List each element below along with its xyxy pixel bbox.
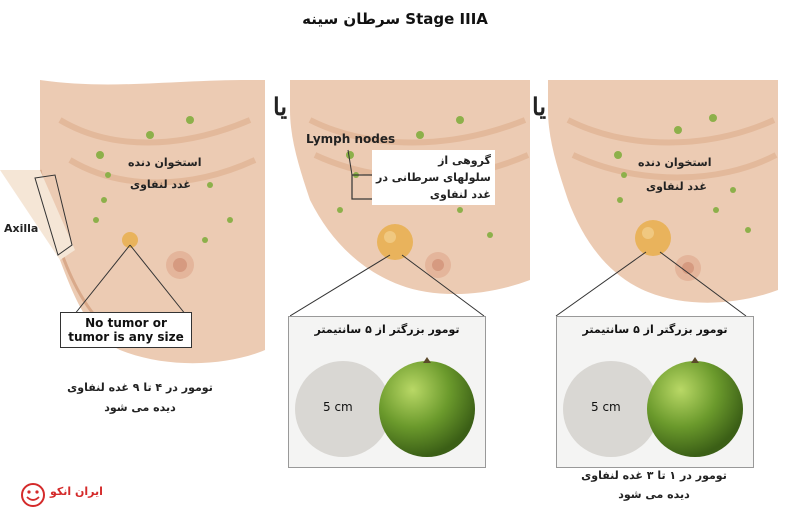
panel-1: استخوان دنده غدد لنفاوی Axilla No tumor …	[0, 80, 265, 380]
or-label-2: یا	[532, 92, 546, 121]
rib-label: استخوان دنده	[128, 156, 202, 170]
tumor-zoom-box-1: تومور بزرگتر از ۵ سانتیمتر 5 cm	[288, 316, 486, 468]
cancer-cells-label: گروهی از سلولهای سرطانی در غدد لنفاوی	[372, 150, 495, 205]
lymph-nodes-label: غدد لنفاوی	[130, 178, 191, 192]
tumor-size-line-1: No tumor or	[61, 316, 191, 330]
five-cm-label-2: 5 cm	[591, 400, 621, 414]
cancer-cells-line-2: سلولهای سرطانی در	[376, 169, 491, 186]
axilla-label: Axilla	[4, 222, 38, 236]
caption-3-line-1: تومور در ۱ تا ۳ غده لنفاوی	[556, 466, 752, 485]
logo-text: ایران انکو	[49, 485, 103, 498]
caption-1-line-1: تومور در ۴ تا ۹ غده لنفاوی	[40, 378, 240, 398]
five-cm-label: 5 cm	[323, 400, 353, 414]
cancer-cells-line-1: گروهی از	[376, 152, 491, 169]
tumor-size-line-2: tumor is any size	[61, 330, 191, 344]
or-label-1: یا	[273, 92, 287, 121]
page-title: سرطان سینه Stage IIIA	[0, 10, 790, 28]
cancer-cells-line-3: غدد لنفاوی	[376, 186, 491, 203]
lime-icon-2	[645, 355, 745, 459]
lymph-nodes-label-3: غدد لنفاوی	[646, 180, 707, 194]
lymph-nodes-en-label: Lymph nodes	[306, 132, 395, 146]
rib-label-3: استخوان دنده	[638, 156, 712, 170]
tumor-size-box: No tumor or tumor is any size	[60, 312, 192, 348]
panel-1-caption: تومور در ۴ تا ۹ غده لنفاوی دیده می شود	[40, 378, 240, 418]
logo: ایران انکو	[20, 482, 110, 512]
caption-3-line-2: دیده می شود	[556, 485, 752, 504]
smiley-logo-icon: ایران انکو	[20, 482, 110, 508]
tumor-zoom-box-2: تومور بزرگتر از ۵ سانتیمتر 5 cm	[556, 316, 754, 468]
lime-icon	[377, 355, 477, 459]
caption-1-line-2: دیده می شود	[40, 398, 240, 418]
panel-3-caption: تومور در ۱ تا ۳ غده لنفاوی دیده می شود	[556, 466, 752, 504]
zoom-2-heading: تومور بزرگتر از ۵ سانتیمتر	[557, 323, 753, 336]
zoom-1-heading: تومور بزرگتر از ۵ سانتیمتر	[289, 323, 485, 336]
